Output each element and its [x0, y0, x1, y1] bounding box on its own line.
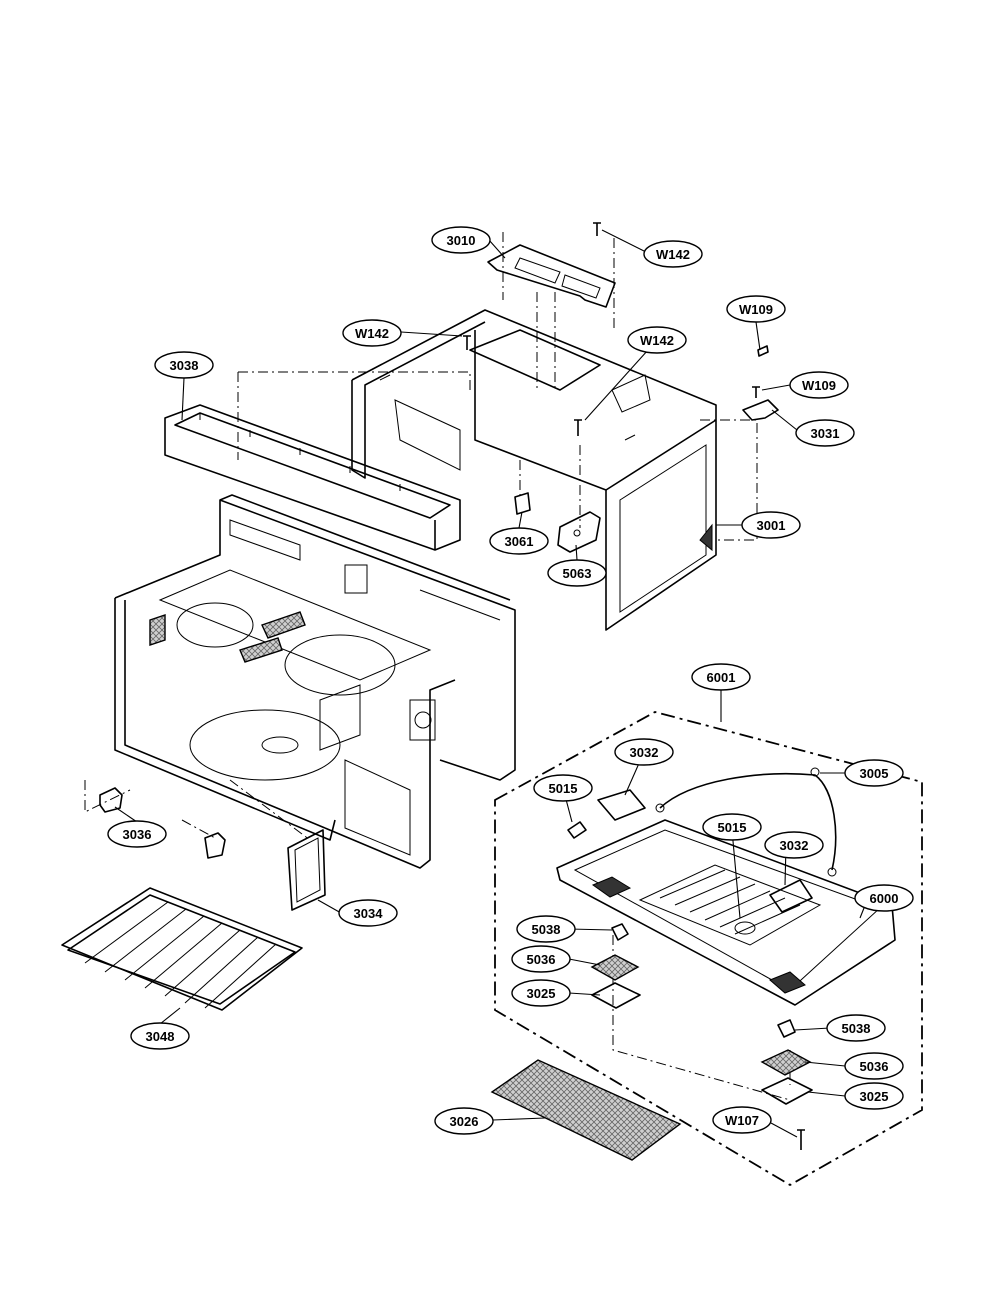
callout-5015-center: 5015	[702, 813, 762, 841]
label-5015-left: 5015	[549, 781, 578, 796]
part-5036-filter	[590, 954, 812, 1076]
callout-5038-left: 5038	[516, 915, 576, 943]
label-5038-right: 5038	[842, 1021, 871, 1036]
label-5063: 5063	[563, 566, 592, 581]
callout-6001: 6001	[691, 663, 751, 691]
label-3025-right: 3025	[860, 1089, 889, 1104]
part-3048-oven-rack	[61, 887, 303, 1011]
label-w142-top: W142	[656, 247, 690, 262]
label-w109-bottom: W109	[802, 378, 836, 393]
label-3032-right: 3032	[780, 838, 809, 853]
part-5063-bracket	[557, 511, 601, 553]
label-5036-left: 5036	[527, 952, 556, 967]
label-3001: 3001	[757, 518, 786, 533]
label-w107: W107	[725, 1113, 759, 1128]
callout-w142-top: W142	[643, 240, 703, 268]
callout-3031: 3031	[795, 419, 855, 447]
callout-3061: 3061	[489, 527, 549, 555]
callout-6000: 6000	[854, 884, 914, 912]
part-inner-cavity-chassis	[114, 494, 516, 869]
callout-w142-left: W142	[342, 319, 402, 347]
callout-w107: W107	[712, 1106, 772, 1134]
callout-3034: 3034	[338, 899, 398, 927]
callout-3025-right: 3025	[844, 1082, 904, 1110]
callout-3032-top: 3032	[614, 738, 674, 766]
label-3048: 3048	[146, 1029, 175, 1044]
callout-w109-bottom: W109	[789, 371, 849, 399]
callout-w109-top: W109	[726, 295, 786, 323]
label-3038: 3038	[170, 358, 199, 373]
label-3061: 3061	[505, 534, 534, 549]
callout-5036-left: 5036	[511, 945, 571, 973]
part-3026-grease-filter	[490, 1059, 682, 1161]
group-6001-outline	[494, 711, 923, 1187]
callout-3048: 3048	[130, 1022, 190, 1050]
part-3032-lamp-cover	[597, 789, 813, 913]
callout-5038-right: 5038	[826, 1014, 886, 1042]
callout-5015-left: 5015	[533, 774, 593, 802]
part-3031-bracket	[742, 399, 779, 421]
callout-3032-right: 3032	[764, 831, 824, 859]
part-3010-top-plate	[487, 244, 616, 308]
label-3032-top: 3032	[630, 745, 659, 760]
label-6001: 6001	[707, 670, 736, 685]
callout-3005: 3005	[844, 759, 904, 787]
part-5038-holder	[611, 923, 796, 1038]
callout-3025-left: 3025	[511, 979, 571, 1007]
label-6000: 6000	[870, 891, 899, 906]
part-3061-latch	[514, 492, 531, 515]
label-w142-right: W142	[640, 333, 674, 348]
callout-5036-right: 5036	[844, 1052, 904, 1080]
part-3034-panel	[287, 829, 326, 911]
callout-3001: 3001	[741, 511, 801, 539]
label-3005: 3005	[860, 766, 889, 781]
part-3036-clip	[99, 787, 226, 859]
label-3036: 3036	[123, 827, 152, 842]
callout-3026: 3026	[434, 1107, 494, 1135]
callout-3010: 3010	[431, 226, 491, 254]
label-5038-left: 5038	[532, 922, 561, 937]
part-3005-wire	[655, 767, 837, 877]
label-5036-right: 5036	[860, 1059, 889, 1074]
label-3031: 3031	[811, 426, 840, 441]
label-3034: 3034	[354, 906, 384, 921]
label-3026: 3026	[450, 1114, 479, 1129]
part-3025-cover	[591, 982, 813, 1105]
callout-3036: 3036	[107, 820, 167, 848]
part-3038-front-grille	[164, 404, 461, 551]
screws	[463, 222, 805, 1150]
callout-5063: 5063	[547, 559, 607, 587]
label-5015-center: 5015	[718, 820, 747, 835]
label-w142-left: W142	[355, 326, 389, 341]
leader-lines	[114, 229, 869, 1138]
label-3025-left: 3025	[527, 986, 556, 1001]
part-3001-outer-cabinet	[351, 309, 717, 631]
part-5015-lamp	[567, 821, 587, 839]
label-w109-top: W109	[739, 302, 773, 317]
callout-w142-right: W142	[627, 326, 687, 354]
part-6000-base-plate	[556, 819, 896, 1006]
callout-3038: 3038	[154, 351, 214, 379]
label-3010: 3010	[447, 233, 476, 248]
